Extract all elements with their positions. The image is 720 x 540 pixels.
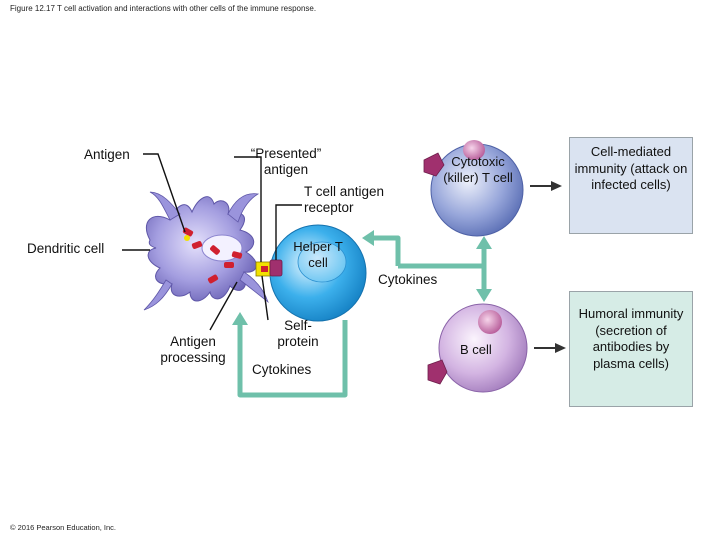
cytotoxic-t-cell-label: Cytotoxic (killer) T cell xyxy=(443,154,513,185)
t-cell-antigen-receptor-label: T cell antigen receptor xyxy=(304,184,385,215)
antigen-fragments xyxy=(182,227,243,284)
dendritic-cell xyxy=(143,191,269,311)
cytokine-arrowheads xyxy=(232,230,492,325)
figure-caption: Figure 12.17 T cell activation and inter… xyxy=(10,4,317,13)
antigen-processing-label: Antigen processing xyxy=(160,334,226,365)
outcome-arrows xyxy=(530,181,566,353)
cytokine-arrows xyxy=(237,235,487,398)
antigen-label: Antigen xyxy=(84,147,130,162)
b-cell xyxy=(427,303,528,393)
copyright-notice: © 2016 Pearson Education, Inc. xyxy=(10,523,117,532)
label-pointers xyxy=(122,153,302,331)
helper-t-cell xyxy=(269,224,367,322)
b-cell-label: B cell xyxy=(460,342,492,357)
humoral-immunity-box: Humoral immunity (secretion of antibodie… xyxy=(569,291,693,407)
self-protein-complex xyxy=(255,259,283,277)
cytokines-top-label: Cytokines xyxy=(378,272,438,287)
helper-t-cell-label: Helper T cell xyxy=(293,239,343,270)
cell-mediated-immunity-box: Cell-mediated immunity (attack on infect… xyxy=(569,137,693,234)
cytokines-bottom-label: Cytokines xyxy=(252,362,312,377)
presented-antigen-label: “Presented” antigen xyxy=(250,146,322,177)
cytotoxic-t-cell xyxy=(423,140,524,237)
self-protein-label: Self- protein xyxy=(277,318,319,349)
dendritic-cell-label: Dendritic cell xyxy=(27,241,105,256)
